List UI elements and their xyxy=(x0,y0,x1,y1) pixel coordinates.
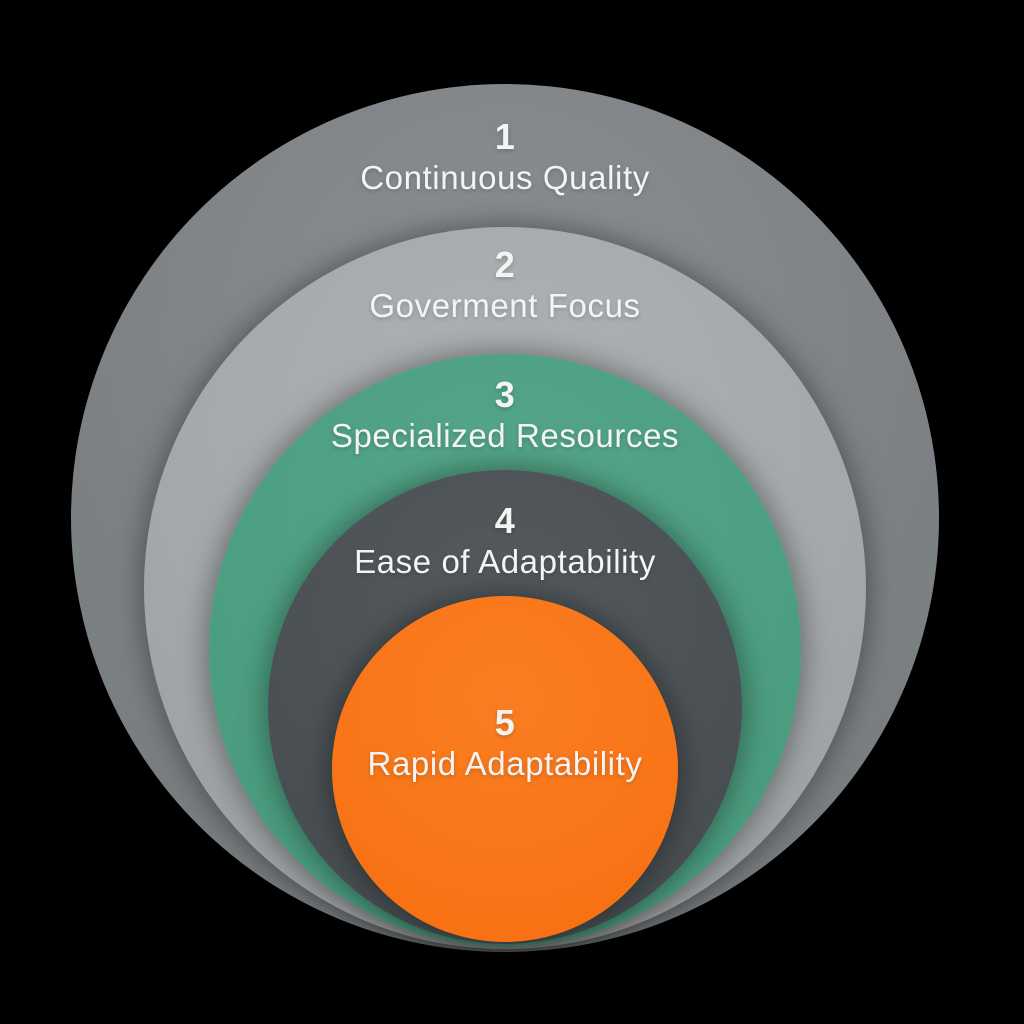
level-1-label: Continuous Quality xyxy=(360,159,650,196)
level-4-label-group: 4 Ease of Adaptability xyxy=(354,500,656,582)
level-3-label: Specialized Resources xyxy=(330,417,680,454)
level-3-number: 3 xyxy=(494,374,516,415)
level-5-label-group: 5 Rapid Adaptability xyxy=(368,702,643,784)
level-3-label-group: 3 Specialized Resources xyxy=(331,374,679,456)
level-4-label: Ease of Adaptability xyxy=(354,543,656,580)
level-1-label-group: 1 Continuous Quality xyxy=(360,116,650,198)
level-4-number: 4 xyxy=(494,500,516,541)
level-2-label: Goverment Focus xyxy=(369,287,641,324)
level-5-label: Rapid Adaptability xyxy=(367,745,643,782)
level-2-number: 2 xyxy=(494,244,516,285)
level-2-label-group: 2 Goverment Focus xyxy=(369,244,640,326)
level-5-circle xyxy=(332,596,678,942)
level-5-number: 5 xyxy=(494,702,516,743)
level-1-number: 1 xyxy=(494,116,516,157)
